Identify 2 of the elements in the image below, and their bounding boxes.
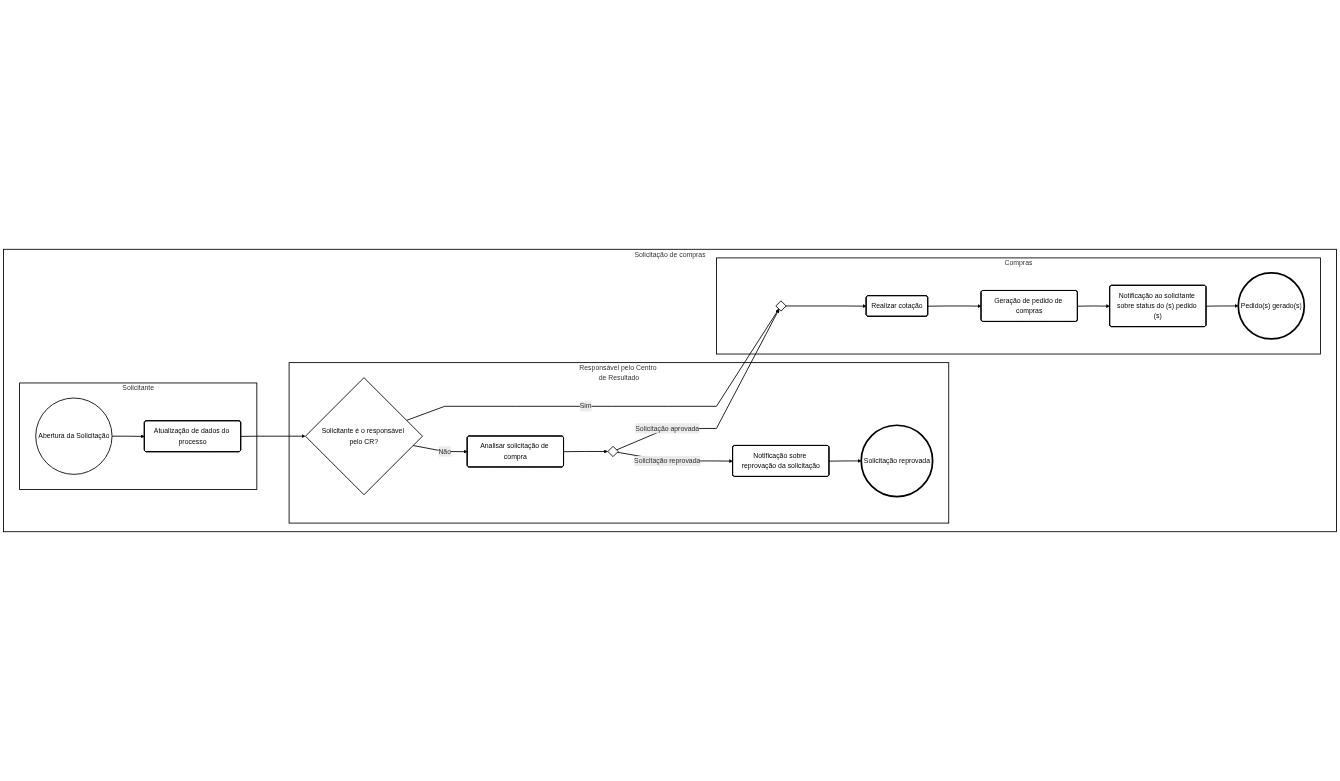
node-diamond (775, 300, 787, 312)
node-diamond (607, 445, 619, 458)
